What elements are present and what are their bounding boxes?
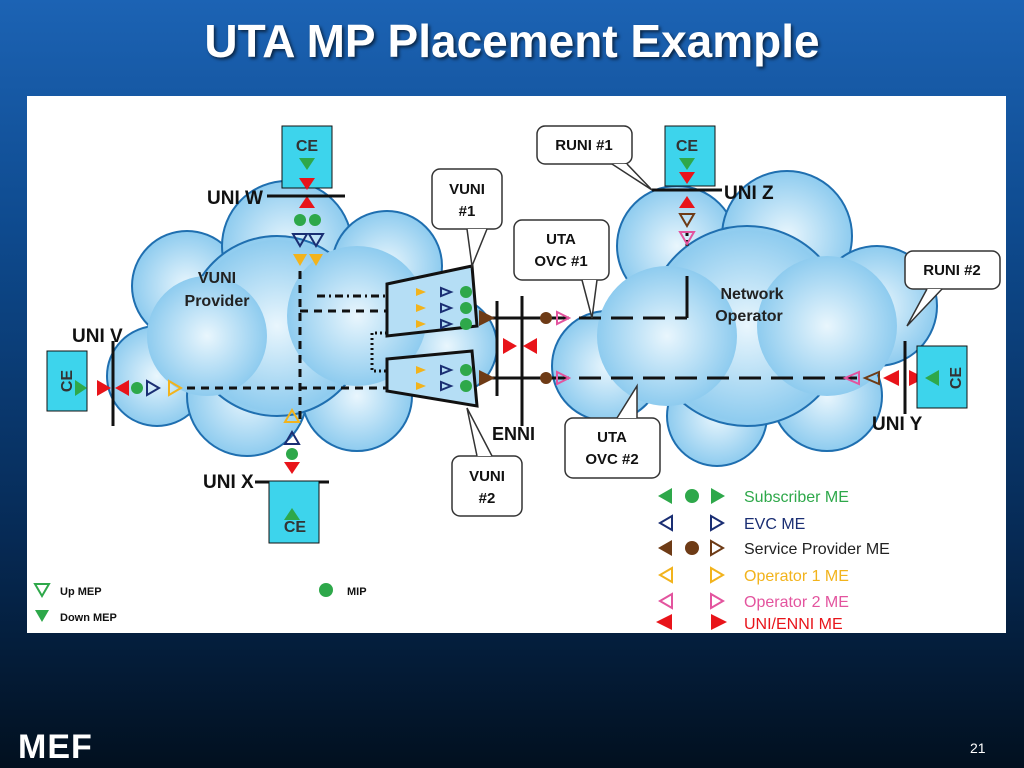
- legend-uni-enni-me: UNI/ENNI ME: [744, 616, 843, 633]
- callout-vuni2: VUNI #2: [451, 407, 523, 517]
- ce-x: CE: [255, 408, 329, 544]
- callout-vuni1-line1: VUNI: [449, 181, 485, 198]
- uni-w-meps: [291, 214, 325, 266]
- network-operator-label-2: Operator: [715, 308, 783, 325]
- callout-uta1-line1: UTA: [546, 231, 576, 248]
- ce-v-label: CE: [59, 370, 76, 393]
- ce-z-label: CE: [676, 138, 699, 155]
- diagram-canvas: VUNI Provider Network Operator: [33, 125, 1001, 633]
- callout-vuni2-line1: VUNI: [469, 468, 505, 485]
- slide-title: UTA MP Placement Example: [204, 15, 820, 67]
- callout-uta2: UTA OVC #2: [564, 383, 661, 479]
- legend-subscriber-me: Subscriber ME: [744, 489, 849, 506]
- callout-uta1: UTA OVC #1: [513, 219, 610, 319]
- callout-runi2-text: RUNI #2: [923, 262, 981, 279]
- legend-up-mep: Up MEP: [60, 586, 102, 598]
- ce-x-label: CE: [284, 519, 307, 536]
- uni-w-label: UNI W: [207, 188, 263, 209]
- callout-runi1: RUNI #1: [536, 125, 653, 191]
- legend-down-mep: Down MEP: [60, 612, 117, 624]
- diagram-panel: VUNI Provider Network Operator: [27, 96, 1006, 633]
- callout-vuni1-line2: #1: [459, 203, 476, 220]
- enni-label: ENNI: [492, 424, 535, 444]
- legend-mip: MIP: [347, 586, 367, 598]
- legend-right: Subscriber ME EVC ME Service Provider ME…: [656, 488, 890, 633]
- ce-y: CE: [842, 341, 968, 414]
- callout-vuni2-line2: #2: [479, 490, 496, 507]
- callout-uta2-line2: OVC #2: [585, 451, 638, 468]
- ce-w-label: CE: [296, 138, 319, 155]
- ce-y-label: CE: [948, 367, 965, 390]
- vuni-provider-label-1: VUNI: [198, 270, 236, 287]
- vuni1-meps: [416, 286, 472, 330]
- vuni-provider-label-2: Provider: [185, 293, 250, 310]
- ce-w: CE: [267, 125, 345, 208]
- legend-operator1-me: Operator 1 ME: [744, 568, 849, 585]
- callout-runi2: RUNI #2: [904, 250, 1001, 327]
- vuni1-box: [385, 264, 479, 408]
- legend-service-provider-me: Service Provider ME: [744, 541, 890, 558]
- page-number: 21: [970, 740, 986, 756]
- connection-lines: [187, 231, 857, 421]
- uni-v-label: UNI V: [72, 326, 123, 347]
- mef-logo: MEF: [18, 728, 93, 766]
- uni-z-label: UNI Z: [724, 183, 774, 204]
- network-operator-label-1: Network: [720, 286, 783, 303]
- legend-left: Up MEP Down MEP MIP: [33, 583, 367, 624]
- callout-runi1-text: RUNI #1: [555, 137, 613, 154]
- legend-evc-me: EVC ME: [744, 516, 805, 533]
- ce-z: CE: [652, 125, 722, 246]
- enni-meps: [479, 310, 572, 386]
- callout-uta2-line1: UTA: [597, 429, 627, 446]
- callout-uta1-line2: OVC #1: [534, 253, 587, 270]
- vuni2-meps: [416, 364, 472, 392]
- legend-operator2-me: Operator 2 ME: [744, 594, 849, 611]
- ce-v: CE: [46, 341, 183, 426]
- callout-vuni1: VUNI #1: [431, 168, 503, 269]
- uni-y-label: UNI Y: [872, 414, 923, 435]
- uni-x-label: UNI X: [203, 472, 254, 493]
